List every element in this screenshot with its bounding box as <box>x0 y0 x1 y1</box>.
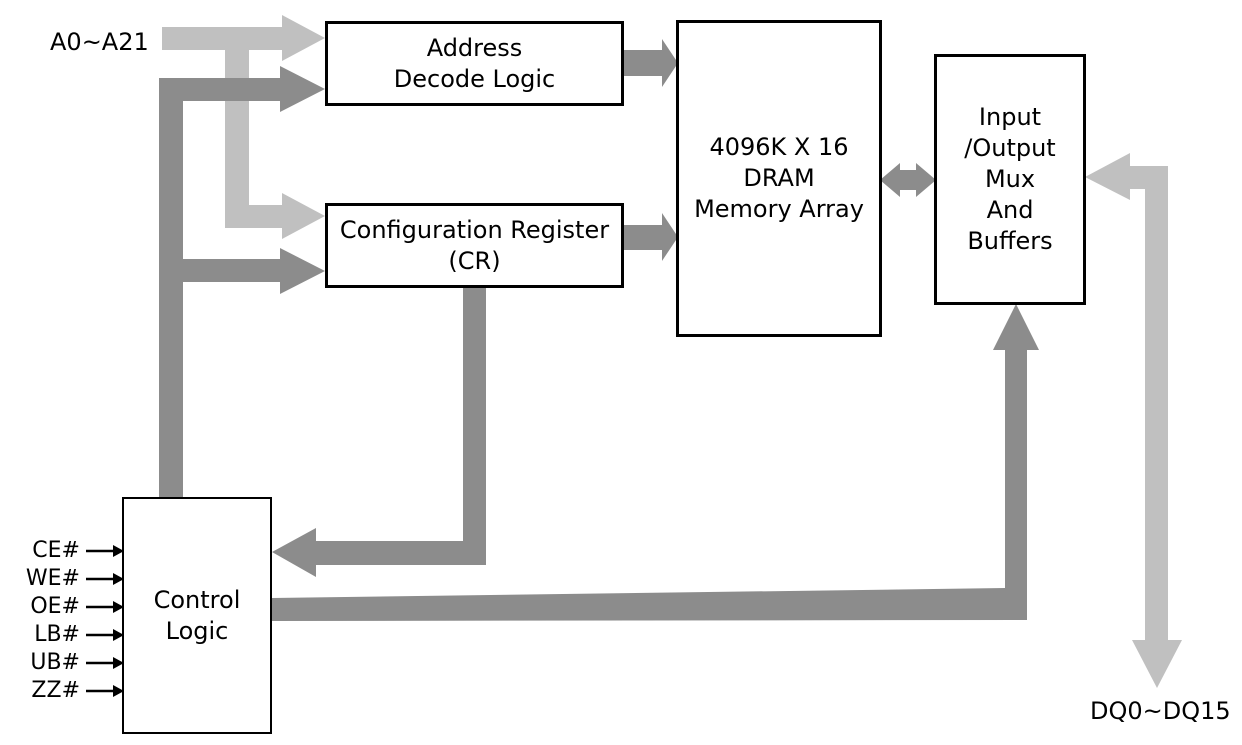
we-arrow <box>86 573 124 585</box>
address-bus-drop <box>225 38 249 228</box>
data-bus-arrow <box>1085 153 1182 688</box>
io-mux-line5: Buffers <box>967 227 1053 255</box>
io-mux-line3: Mux <box>984 165 1036 193</box>
address-decode-line2: Decode Logic <box>393 64 556 93</box>
control-signal-arrows <box>86 545 124 697</box>
config-register-line1: Configuration Register <box>339 215 610 244</box>
io-mux-line4: And <box>986 196 1034 224</box>
control-logic-block: Control Logic <box>122 497 272 734</box>
io-mux-line2: /Output <box>964 134 1056 162</box>
ce-arrow <box>86 545 124 557</box>
decode-to-array-arrow <box>623 39 678 87</box>
lb-signal-label: LB# <box>34 622 80 647</box>
control-to-decode-arrow <box>159 66 325 112</box>
control-to-io-arrow <box>272 304 1039 621</box>
address-decode-block: Address Decode Logic <box>325 21 624 106</box>
memory-array-line1: 4096K X 16 <box>709 133 849 161</box>
ce-signal-label: CE# <box>32 538 80 563</box>
control-to-cr-arrow <box>183 248 325 294</box>
memory-array-line2: DRAM <box>743 164 815 192</box>
ub-signal-label: UB# <box>30 650 80 675</box>
ub-arrow <box>86 657 124 669</box>
address-input-label: A0~A21 <box>50 28 149 56</box>
data-io-label: DQ0~DQ15 <box>1090 697 1231 725</box>
io-mux-line1: Input <box>978 103 1042 131</box>
address-bus <box>162 15 325 239</box>
memory-array-line3: Memory Array <box>694 195 864 223</box>
control-bus-vertical <box>159 78 183 498</box>
address-decode-line1: Address <box>426 33 523 62</box>
config-register-block: Configuration Register (CR) <box>325 203 624 288</box>
address-bus-to-cr-arrow <box>225 193 325 239</box>
io-mux-block: Input /Output Mux And Buffers <box>934 54 1086 305</box>
cr-to-control-arrow <box>272 287 486 577</box>
lb-arrow <box>86 629 124 641</box>
control-logic-line2: Logic <box>165 616 229 645</box>
zz-signal-label: ZZ# <box>31 678 80 703</box>
memory-array-block: 4096K X 16 DRAM Memory Array <box>676 20 882 337</box>
control-bus <box>159 39 1039 621</box>
control-logic-line1: Control <box>153 585 241 614</box>
array-io-bidirectional-arrow <box>880 163 936 197</box>
config-register-line2: (CR) <box>448 246 501 275</box>
oe-arrow <box>86 601 124 613</box>
oe-signal-label: OE# <box>30 594 80 619</box>
zz-arrow <box>86 685 124 697</box>
data-bus <box>1085 153 1182 688</box>
we-signal-label: WE# <box>25 566 80 591</box>
cr-to-array-arrow <box>623 213 678 261</box>
